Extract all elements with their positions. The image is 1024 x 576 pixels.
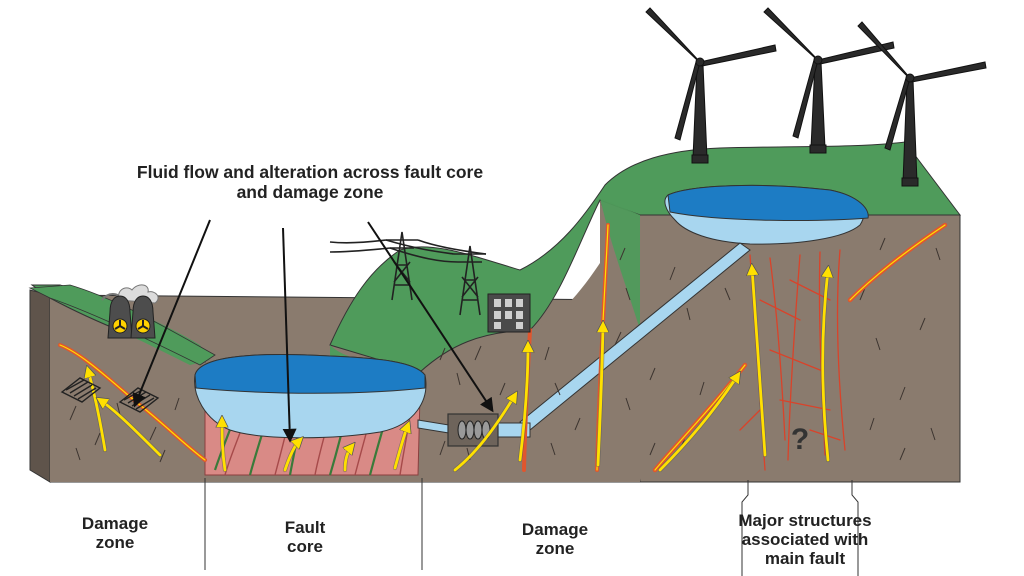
- label-line: associated with: [741, 530, 869, 550]
- label-line: zone: [95, 533, 135, 553]
- diagram-title: Fluid flow and alteration across fault c…: [60, 162, 560, 202]
- label-fault-core: Fault core: [250, 518, 360, 556]
- label-damage-zone-right: Damage zone: [495, 520, 615, 558]
- lake-right: [664, 184, 869, 245]
- label-line: Damage: [81, 514, 149, 533]
- label-line: Major structures: [738, 511, 872, 530]
- title-line-1: Fluid flow and alteration across fault c…: [136, 162, 484, 182]
- label-damage-zone-left: Damage zone: [55, 514, 175, 552]
- zone-dividers: [204, 478, 859, 576]
- label-major-structures: Major structures associated with main fa…: [700, 511, 910, 568]
- title-line-2: and damage zone: [236, 181, 384, 202]
- title-pointer-arrows: [132, 219, 494, 443]
- label-line: core: [287, 537, 323, 557]
- fluid-flow-arrows: [88, 268, 828, 473]
- building-icon: [487, 293, 531, 333]
- lake-left: [194, 353, 427, 439]
- nuclear-plant-icon: [101, 284, 159, 339]
- label-line: Damage: [521, 520, 589, 539]
- fluid-pipe: [417, 242, 751, 438]
- label-line: zone: [535, 539, 575, 559]
- label-line: Fault: [284, 518, 326, 537]
- label-line: main fault: [764, 549, 846, 569]
- wind-turbine-icon: [645, 7, 987, 187]
- unknown-structure-mark: ?: [790, 423, 810, 456]
